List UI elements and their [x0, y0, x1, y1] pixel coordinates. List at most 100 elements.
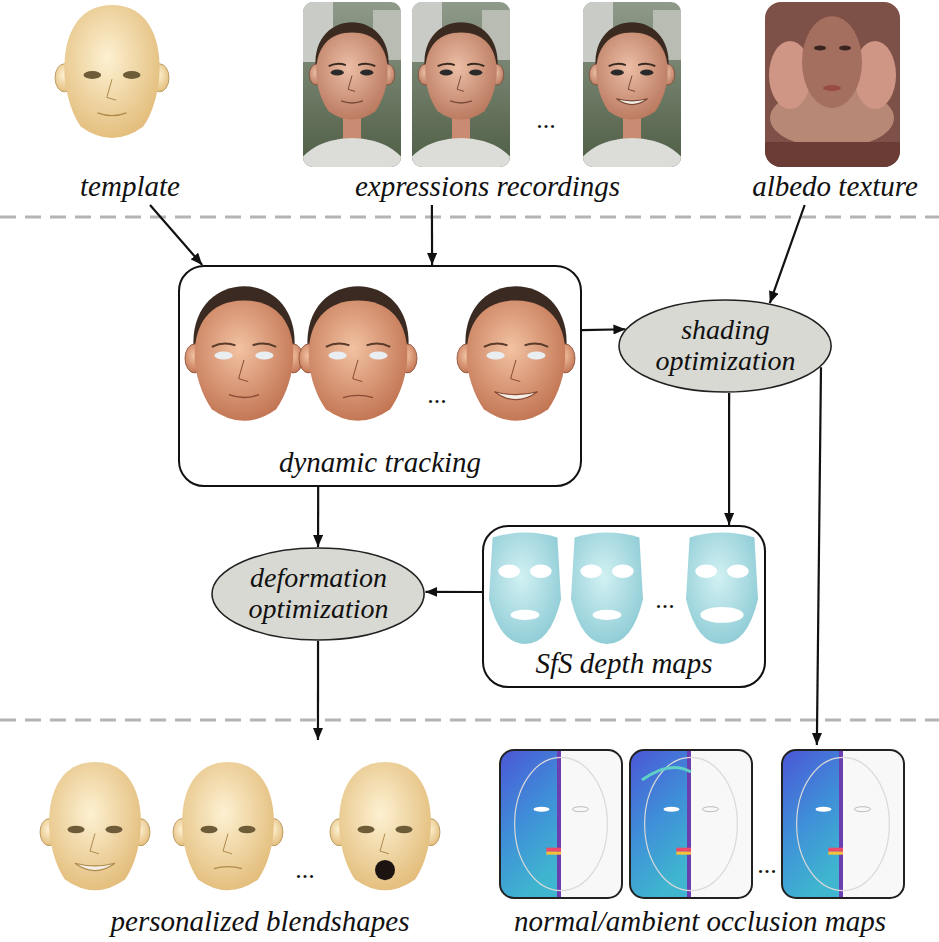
illustration-part: [107, 79, 116, 100]
illustration-part: [782, 750, 904, 898]
head-render: [40, 762, 150, 890]
illustration-part: [255, 351, 273, 359]
illustration-part: [823, 85, 841, 91]
illustration-part: [573, 807, 589, 812]
illustration-part: [498, 564, 520, 577]
illustration-part: [686, 533, 758, 644]
illustration-part: [84, 71, 102, 79]
flow-arrow: [817, 367, 821, 745]
group-box: dynamic tracking: [178, 265, 582, 487]
illustration-part: [645, 757, 738, 890]
illustration-part: [814, 46, 826, 51]
illustration-part: [395, 826, 412, 834]
normal-map-image: [630, 750, 752, 898]
illustration-part: [123, 71, 141, 79]
illustration-part: [546, 852, 561, 855]
figure-caption-node: personalized blendshapes: [30, 740, 490, 940]
illustration-part: [782, 750, 843, 898]
illustration-part: [676, 852, 691, 855]
illustration-part: [593, 610, 622, 620]
ellipsis-label: ...: [757, 852, 777, 878]
illustration-part: [642, 768, 691, 781]
depth-map-image: [686, 533, 758, 644]
illustration-part: [765, 142, 900, 167]
illustration-part: [68, 826, 85, 834]
illustration-part: [425, 33, 496, 120]
illustration-part: [571, 533, 643, 644]
node-label: normal/ambient occlusion maps: [514, 905, 886, 938]
illustration-part: [329, 64, 346, 66]
illustration-part: [561, 750, 622, 898]
illustration-part: [238, 826, 255, 834]
flow-arrow: [425, 591, 482, 593]
illustration-part: [616, 99, 647, 105]
head-render: [55, 5, 169, 138]
illustration-part: [90, 834, 99, 854]
figure-caption-node: expressions recordings: [280, 5, 695, 205]
illustration-part: [489, 533, 561, 644]
node-label: deformation optimization: [243, 563, 393, 625]
illustration-part: [214, 351, 232, 359]
illustration-part: [328, 351, 346, 359]
illustration-part: [630, 750, 691, 898]
node-label: dynamic tracking: [279, 446, 481, 479]
flow-arrow: [582, 328, 625, 331]
photo-frame: [583, 2, 681, 167]
node-label: shading optimization: [650, 315, 800, 377]
node-label: template: [80, 170, 180, 203]
photo-frame: [303, 2, 401, 167]
illustration-part: [367, 343, 391, 346]
ellipsis-label: ...: [536, 107, 556, 133]
illustration-part: [229, 395, 259, 398]
illustration-part: [843, 750, 904, 898]
illustration-part: [802, 16, 862, 108]
separator-line: [0, 216, 939, 219]
illustration-part: [358, 826, 375, 834]
illustration-part: [640, 70, 653, 76]
illustration-part: [438, 64, 455, 66]
illustration-part: [638, 64, 655, 66]
node-label: expressions recordings: [355, 170, 620, 203]
illustration-part: [353, 360, 363, 382]
illustration-part: [855, 807, 871, 812]
separator-line: [0, 719, 939, 722]
node-label: albedo texture: [752, 170, 918, 203]
illustration-part: [212, 343, 236, 346]
illustration-part: [495, 392, 538, 400]
illustration-part: [557, 750, 561, 898]
head-render: [185, 286, 303, 420]
illustration-part: [339, 762, 431, 890]
illustration-part: [511, 610, 540, 620]
illustration-part: [201, 826, 218, 834]
illustration-part: [341, 101, 363, 103]
flow-arrow: [770, 205, 805, 303]
illustration-part: [500, 750, 622, 898]
ellipse-shape: [619, 300, 831, 392]
illustration-part: [239, 360, 249, 382]
illustration-part: [105, 826, 122, 834]
group-box: SfS depth maps: [482, 525, 766, 688]
illustration-part: [533, 807, 549, 812]
illustration-part: [530, 564, 552, 577]
illustration-part: [727, 564, 749, 577]
illustration-part: [583, 138, 681, 167]
head-render: [299, 286, 417, 420]
illustration-part: [214, 867, 242, 869]
flow-arrow: [150, 205, 202, 265]
illustration-part: [343, 395, 373, 397]
illustration-part: [630, 750, 752, 898]
illustration-part: [369, 351, 387, 359]
flow-arrow: [317, 641, 319, 740]
illustration-part: [612, 564, 634, 577]
illustration-part: [360, 70, 373, 76]
illustration-part: [467, 300, 566, 420]
illustration-part: [49, 762, 141, 890]
illustration-part: [580, 564, 602, 577]
illustration-part: [469, 70, 482, 76]
illustration-part: [765, 2, 900, 167]
illustration-part: [663, 807, 679, 812]
flow-arrow: [317, 487, 319, 547]
head-render: [418, 22, 503, 119]
illustration-part: [223, 834, 232, 854]
ellipse-shape: [212, 548, 424, 640]
